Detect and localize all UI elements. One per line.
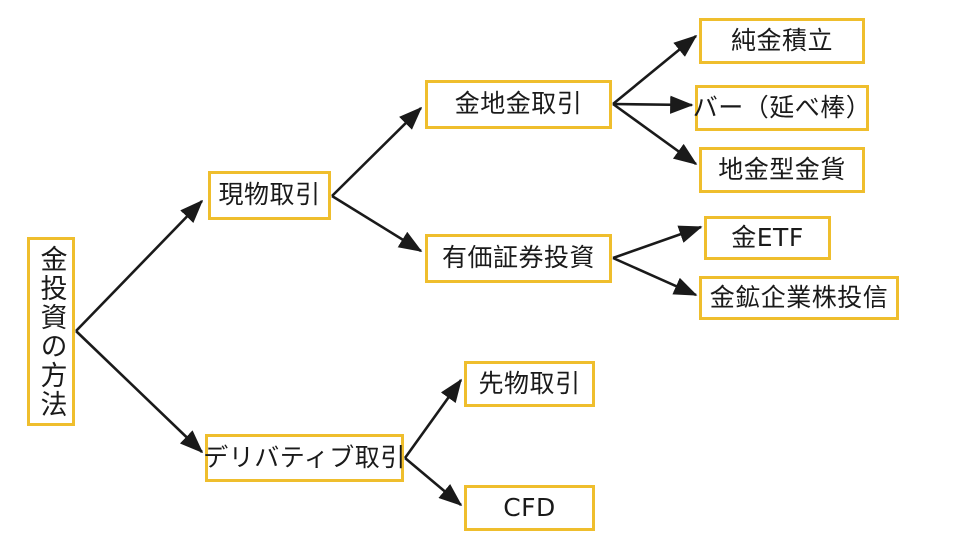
node-cfd[interactable]: CFD <box>464 485 595 531</box>
node-futures-trading[interactable]: 先物取引 <box>464 361 595 407</box>
edge-bullion-to-coin <box>612 102 698 166</box>
edge-spot-to-bullion <box>331 106 423 197</box>
node-root[interactable]: 金投資の方法 <box>27 237 75 426</box>
edge-derivative-to-futures <box>403 378 463 459</box>
node-gold-savings-plan[interactable]: 純金積立 <box>699 18 865 64</box>
edge-securities-to-fund <box>612 256 698 297</box>
node-securities-investment[interactable]: 有価証券投資 <box>425 234 612 283</box>
edge-root-to-spot <box>75 199 204 332</box>
edge-securities-to-etf <box>612 225 703 260</box>
node-bullion-trading[interactable]: 金地金取引 <box>425 80 612 129</box>
node-gold-bar[interactable]: バー（延べ棒） <box>693 85 871 131</box>
edge-root-to-derivative <box>75 330 204 454</box>
edge-derivative-to-cfd <box>404 457 463 507</box>
node-derivative-trading[interactable]: デリバティブ取引 <box>203 434 405 482</box>
edge-bullion-to-savings <box>612 34 698 106</box>
node-gold-coin[interactable]: 地金型金貨 <box>699 147 865 193</box>
node-spot-trading[interactable]: 現物取引 <box>208 171 331 220</box>
edge-bullion-to-bar <box>612 95 694 114</box>
node-gold-mining-fund[interactable]: 金鉱企業株投信 <box>699 276 899 320</box>
node-gold-etf[interactable]: 金ETF <box>704 216 831 260</box>
edge-spot-to-securities <box>331 194 423 253</box>
